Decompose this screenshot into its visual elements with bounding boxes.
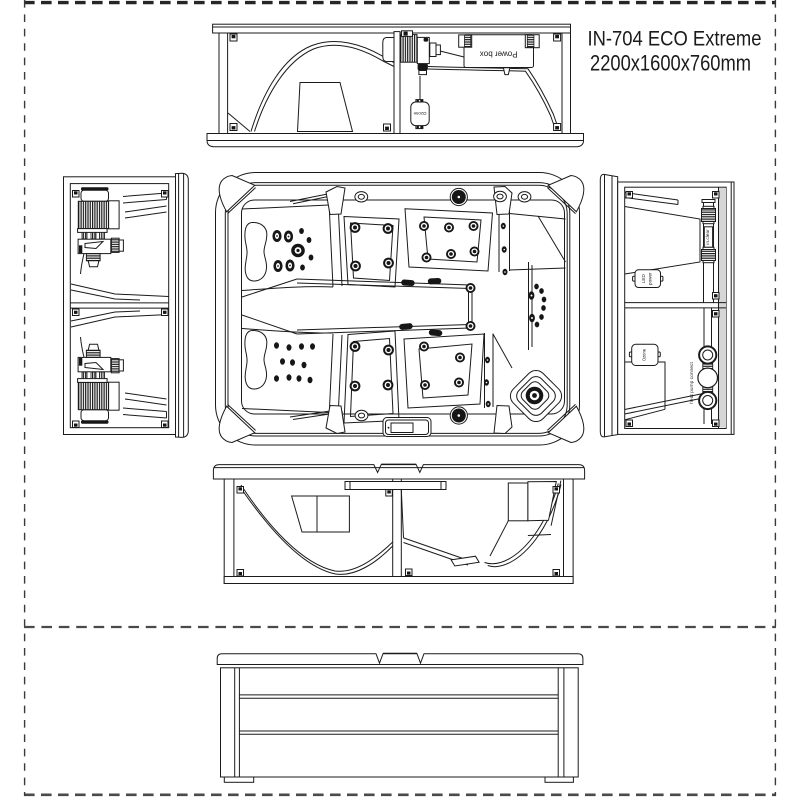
rear-top-rail — [212, 23, 571, 34]
corner-caps — [218, 174, 585, 444]
jet-strip-top — [500, 222, 508, 276]
cabinet-front-view — [216, 652, 584, 783]
jet-group-middle-bottom — [349, 341, 394, 392]
led-power-label-2: power — [648, 272, 653, 285]
front-section-view — [212, 463, 586, 584]
jets — [272, 221, 547, 408]
heat-pump-label: heat pump connect — [689, 362, 695, 404]
right-shell-lines — [624, 192, 711, 421]
left-side-view — [63, 172, 189, 438]
led-power-box: LED power — [632, 269, 664, 288]
section-shell-right — [400, 480, 562, 568]
right-ozone-box: Ozone — [628, 343, 661, 366]
right-skirt-panel — [599, 173, 619, 438]
jet-cluster-bottom-left — [274, 342, 315, 384]
rim-ring-top-1 — [493, 190, 507, 203]
rim-ring-top-2 — [517, 191, 532, 203]
right-ozone-label: Ozone — [642, 348, 647, 361]
pump-end-bell — [382, 37, 395, 62]
in-clear-sanitizer: in.clear — [701, 199, 716, 303]
jet-group-bottom-right — [419, 341, 465, 390]
left-pump-top — [77, 187, 124, 275]
cabinet-body — [220, 667, 579, 778]
jet-cluster-top-left — [272, 228, 314, 272]
section-mount-brackets — [236, 486, 560, 577]
right-mount-brackets — [625, 191, 720, 427]
rear-panel-view: Power box Ozone — [206, 23, 584, 148]
corner-filter — [509, 369, 563, 423]
headrest-pillows — [244, 221, 268, 390]
control-panel — [382, 417, 432, 437]
jet-group-top-right — [419, 221, 480, 263]
section-rim — [212, 463, 586, 480]
rim-knob-bottom — [449, 406, 468, 425]
led-power-label-1: LED — [641, 274, 646, 284]
jet-strip-bottom — [484, 356, 491, 408]
pipe-connector-top — [698, 345, 718, 365]
right-mid-rail — [624, 302, 727, 309]
pipe-connector-middle — [697, 367, 719, 389]
jet-pair-right-middle — [465, 283, 476, 331]
right-side-view: in.clear LED power Ozone heat pump conne — [599, 173, 735, 438]
footwell-handles — [399, 278, 443, 337]
rear-left-post — [218, 32, 229, 134]
rear-mount-brackets — [229, 33, 562, 132]
rear-center-post — [393, 31, 401, 135]
title-block: IN-704 ECO Extreme 2200x1600x760mm — [588, 26, 762, 76]
rim-fittings — [354, 187, 563, 437]
heat-pump-connections: heat pump connect — [689, 307, 719, 424]
model-title: IN-704 ECO Extreme — [588, 26, 762, 51]
rim-ring-bottom — [354, 409, 369, 422]
rim-knob-top — [449, 187, 468, 207]
left-mount-brackets — [72, 190, 169, 428]
rim-inner — [241, 199, 565, 415]
section-frame — [223, 478, 574, 584]
pipe-connector-bottom — [698, 390, 718, 411]
rim-ring-top-left — [354, 191, 369, 203]
rear-ozone-label: Ozone — [413, 111, 426, 116]
dimensions-text: 2200x1600x760mm — [590, 51, 751, 76]
page-border — [23, 0, 777, 797]
rear-right-post — [561, 32, 571, 134]
section-shell-left — [240, 481, 447, 575]
power-box: Power box — [458, 34, 540, 76]
power-box-label: Power box — [480, 50, 518, 59]
jet-group-middle-top — [349, 222, 394, 272]
left-skirt-panel — [175, 172, 189, 438]
in-clear-label: in.clear — [705, 229, 711, 245]
cabinet-lid — [216, 652, 584, 665]
jet-cluster-right — [528, 283, 547, 328]
cabinet-feet — [223, 776, 574, 783]
rear-ozone-unit: Ozone — [410, 99, 430, 130]
seat-layout-lines — [241, 185, 566, 435]
plan-view — [215, 172, 585, 446]
left-shell-lines — [70, 192, 169, 419]
left-mid-rail — [70, 302, 169, 309]
